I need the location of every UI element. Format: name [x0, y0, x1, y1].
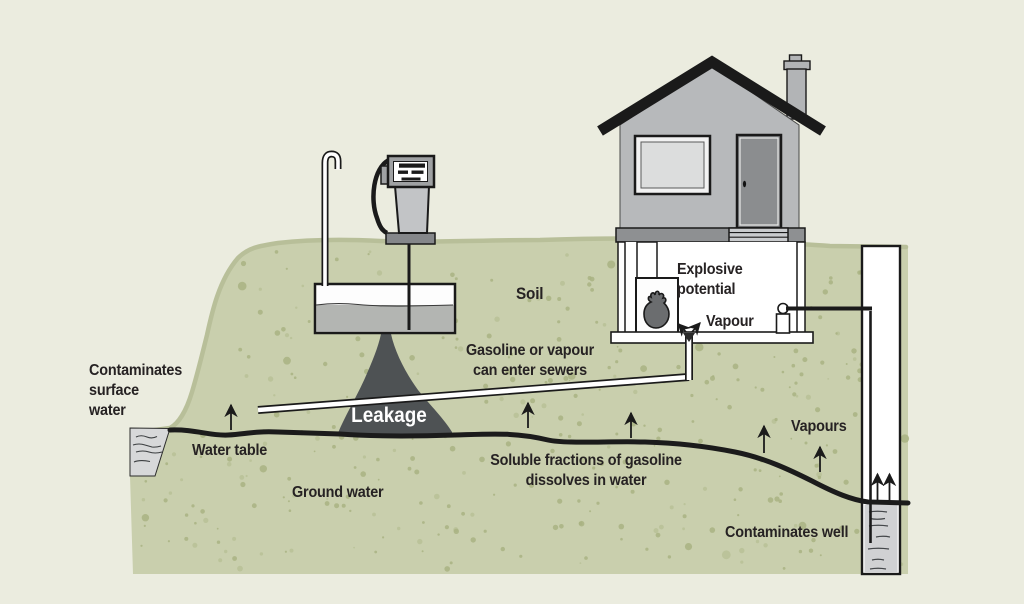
water-wave — [133, 460, 151, 463]
surface-water — [129, 427, 171, 477]
basement-wall-left — [617, 241, 626, 334]
tank-gasoline — [316, 305, 454, 332]
label-water-table: Water table — [192, 442, 268, 459]
well-water-waves — [867, 510, 891, 570]
house — [597, 54, 826, 344]
basement — [610, 241, 814, 344]
up-arrows — [224, 401, 827, 472]
pressure-tank — [775, 302, 791, 334]
flame-icon — [643, 290, 670, 329]
water-wave — [132, 443, 162, 448]
label-soluble-fractions: Soluble fractions of gasoline dissolves … — [490, 452, 682, 489]
gas-pump — [371, 154, 436, 245]
sewer-pipe — [257, 373, 690, 414]
vent-pipe — [321, 150, 342, 286]
pump-hose — [371, 157, 391, 236]
label-gasoline-sewers: Gasoline or vapour can enter sewers — [466, 342, 594, 379]
pump-body — [393, 185, 431, 234]
label-vapours: Vapours — [791, 418, 847, 435]
pump-base — [385, 232, 436, 245]
label-leakage: Leakage — [351, 404, 427, 427]
label-contaminates-surface-water: Contaminates surface water — [89, 362, 183, 419]
leakage-plume — [338, 334, 452, 436]
water-table-line — [167, 427, 911, 506]
label-contaminates-well: Contaminates well — [725, 524, 849, 541]
window-pane — [640, 141, 705, 189]
storage-tank — [313, 282, 457, 335]
door-knob — [742, 180, 747, 188]
door-steps — [728, 227, 789, 243]
label-soil: Soil — [516, 284, 544, 303]
roof — [597, 55, 826, 136]
vapour-crack-arrows — [677, 322, 701, 337]
label-ground-water: Ground water — [292, 484, 384, 501]
label-vapour: Vapour — [706, 313, 754, 330]
water-wave — [135, 435, 158, 439]
well — [860, 244, 902, 576]
water-wave — [135, 450, 163, 454]
furnace-flue — [636, 241, 658, 279]
label-explosive-potential: Explosive potential — [677, 261, 743, 298]
basement-floor — [610, 331, 814, 344]
basement-wall-right — [796, 241, 806, 334]
